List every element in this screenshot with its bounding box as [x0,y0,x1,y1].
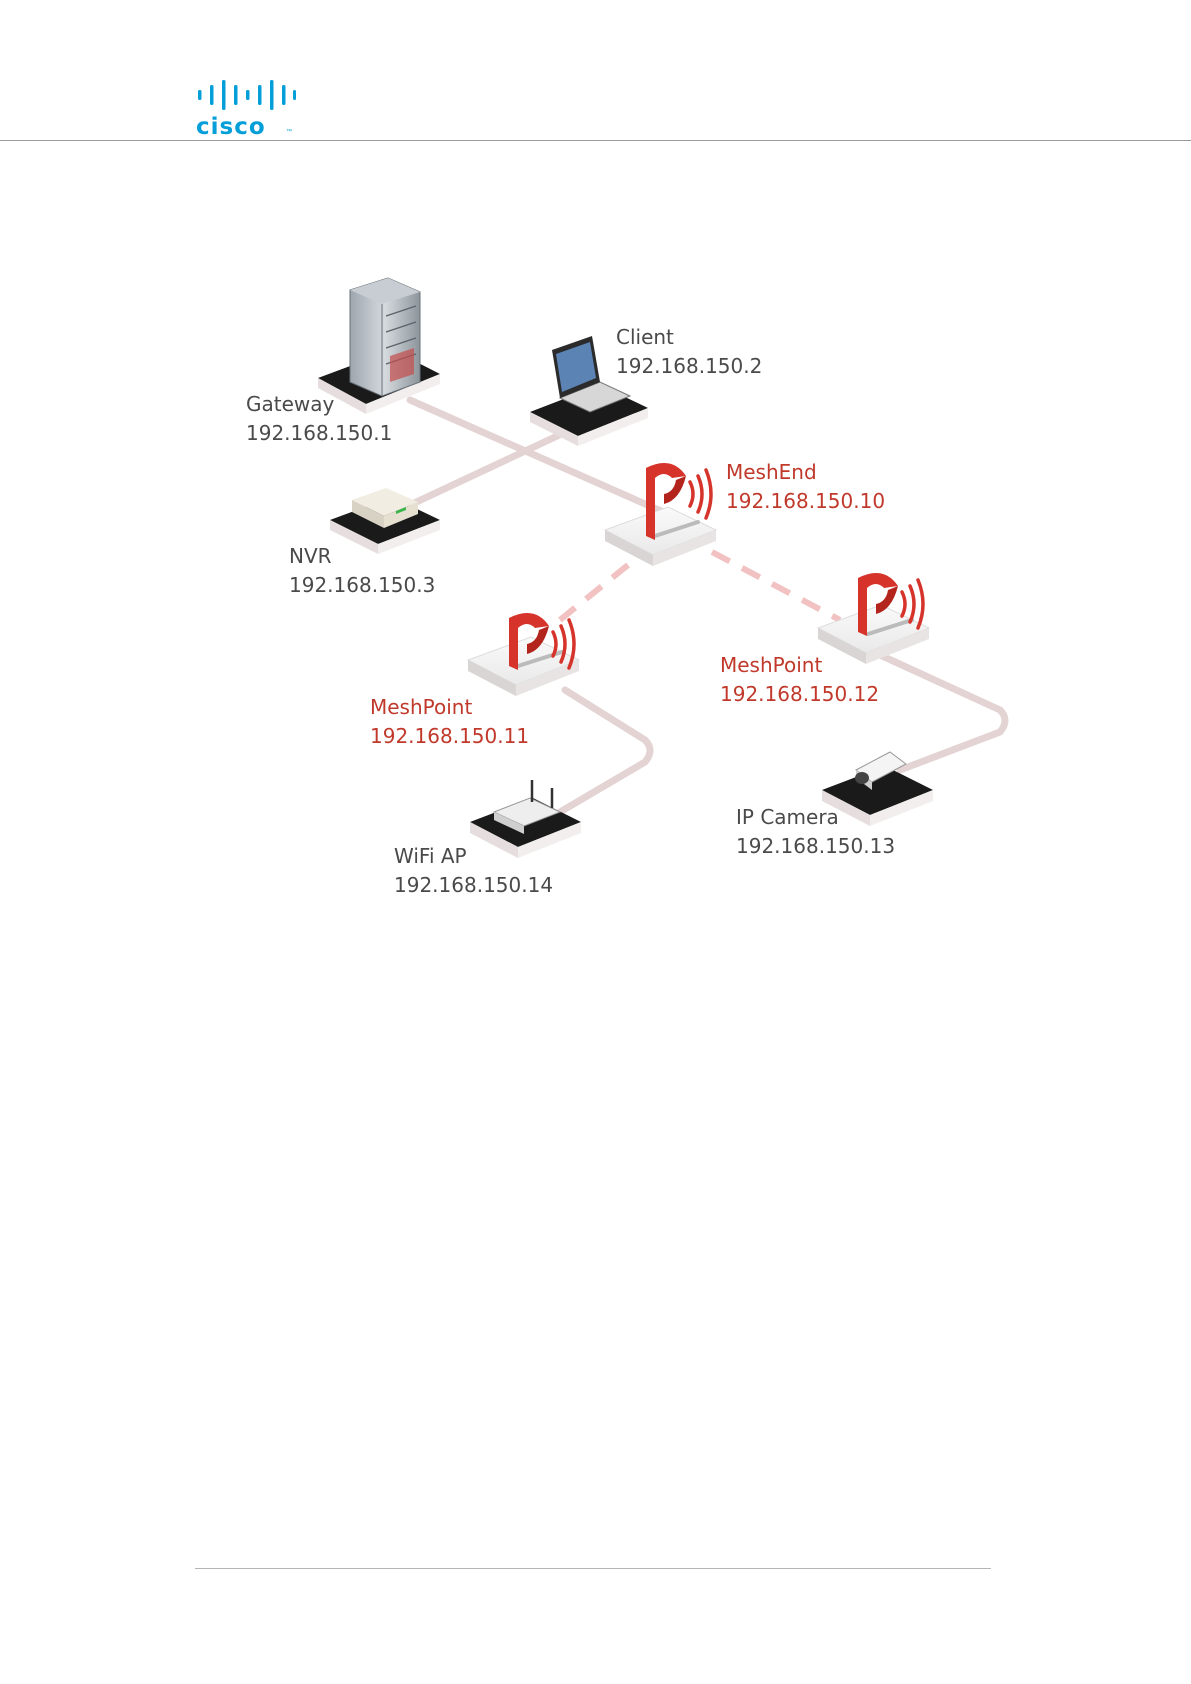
mesh-links [560,552,840,620]
gateway-label: Gateway 192.168.150.1 [246,390,392,448]
nvr-name: NVR [289,542,435,571]
mesh-link-meshend-meshpoint12 [712,552,840,620]
footer-rule [195,1568,991,1569]
gateway-ip: 192.168.150.1 [246,419,392,448]
wifiap-ip: 192.168.150.14 [394,871,553,900]
ipcamera-label: IP Camera 192.168.150.13 [736,803,895,861]
wifiap-name: WiFi AP [394,842,553,871]
gateway-name: Gateway [246,390,392,419]
meshend-device [605,463,716,566]
meshpoint12-name: MeshPoint [720,651,879,680]
meshpoint12-label: MeshPoint 192.168.150.12 [720,651,879,709]
link-meshpoint12-ipcamera [880,655,1005,770]
client-ip: 192.168.150.2 [616,352,762,381]
meshpoint12-ip: 192.168.150.12 [720,680,879,709]
meshend-ip: 192.168.150.10 [726,487,885,516]
wifiap-label: WiFi AP 192.168.150.14 [394,842,553,900]
client-name: Client [616,323,762,352]
ipcamera-name: IP Camera [736,803,895,832]
meshpoint11-device [468,613,579,696]
client-label: Client 192.168.150.2 [616,323,762,381]
meshpoint11-ip: 192.168.150.11 [370,722,529,751]
nvr-label: NVR 192.168.150.3 [289,542,435,600]
link-nvr-client [410,430,570,505]
meshend-label: MeshEnd 192.168.150.10 [726,458,885,516]
meshpoint11-name: MeshPoint [370,693,529,722]
link-meshpoint11-wifiap [560,690,650,812]
meshpoint11-label: MeshPoint 192.168.150.11 [370,693,529,751]
ipcamera-ip: 192.168.150.13 [736,832,895,861]
nvr-ip: 192.168.150.3 [289,571,435,600]
meshend-name: MeshEnd [726,458,885,487]
mesh-link-meshend-meshpoint11 [560,565,628,620]
